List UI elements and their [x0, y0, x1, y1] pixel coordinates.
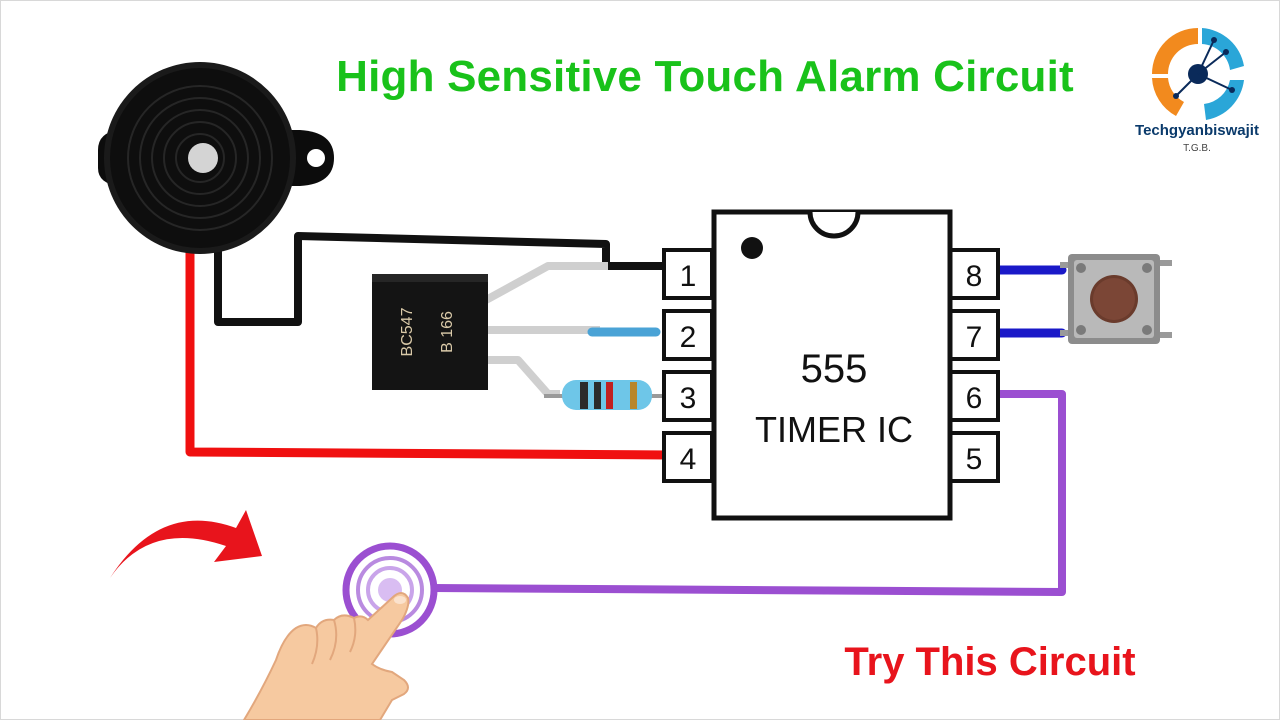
pin-label-6: 6: [966, 382, 983, 415]
ic-label-555: 555: [801, 347, 868, 391]
hand-pointer-icon: [242, 592, 410, 720]
brand-name: Techgyanbiswajit: [1135, 122, 1259, 139]
call-to-action: Try This Circuit: [844, 640, 1136, 684]
pin-label-4: 4: [680, 443, 697, 476]
purple-wire: [428, 390, 1066, 596]
brand-logo-icon: [1152, 28, 1244, 120]
pin-label-5: 5: [966, 443, 983, 476]
transistor-leg-emitter: [486, 356, 560, 398]
pin-label-3: 3: [680, 382, 697, 415]
pin-label-8: 8: [966, 260, 983, 293]
pin-label-7: 7: [966, 321, 983, 354]
pin-label-2: 2: [680, 321, 697, 354]
pin-label-1: 1: [680, 260, 697, 293]
red-wire: [185, 245, 673, 460]
ic-label-timer: TIMER IC: [755, 409, 913, 450]
transistor-leg-collector: [484, 262, 608, 304]
curved-arrow-icon: [110, 510, 262, 578]
brand-tagline: T.G.B.: [1183, 143, 1211, 154]
buzzer-icon: [98, 62, 334, 254]
resistor-icon: [544, 380, 668, 410]
ic-555: 555 TIMER IC 1 2 3 4 8 7 6 5: [662, 209, 1000, 521]
transistor-label-2: B 166: [439, 311, 456, 353]
transistor-icon: BC547 B 166: [372, 274, 488, 390]
transistor-label-1: BC547: [399, 307, 416, 356]
page-title: High Sensitive Touch Alarm Circuit: [336, 52, 1074, 101]
push-button-icon: [1060, 254, 1172, 344]
